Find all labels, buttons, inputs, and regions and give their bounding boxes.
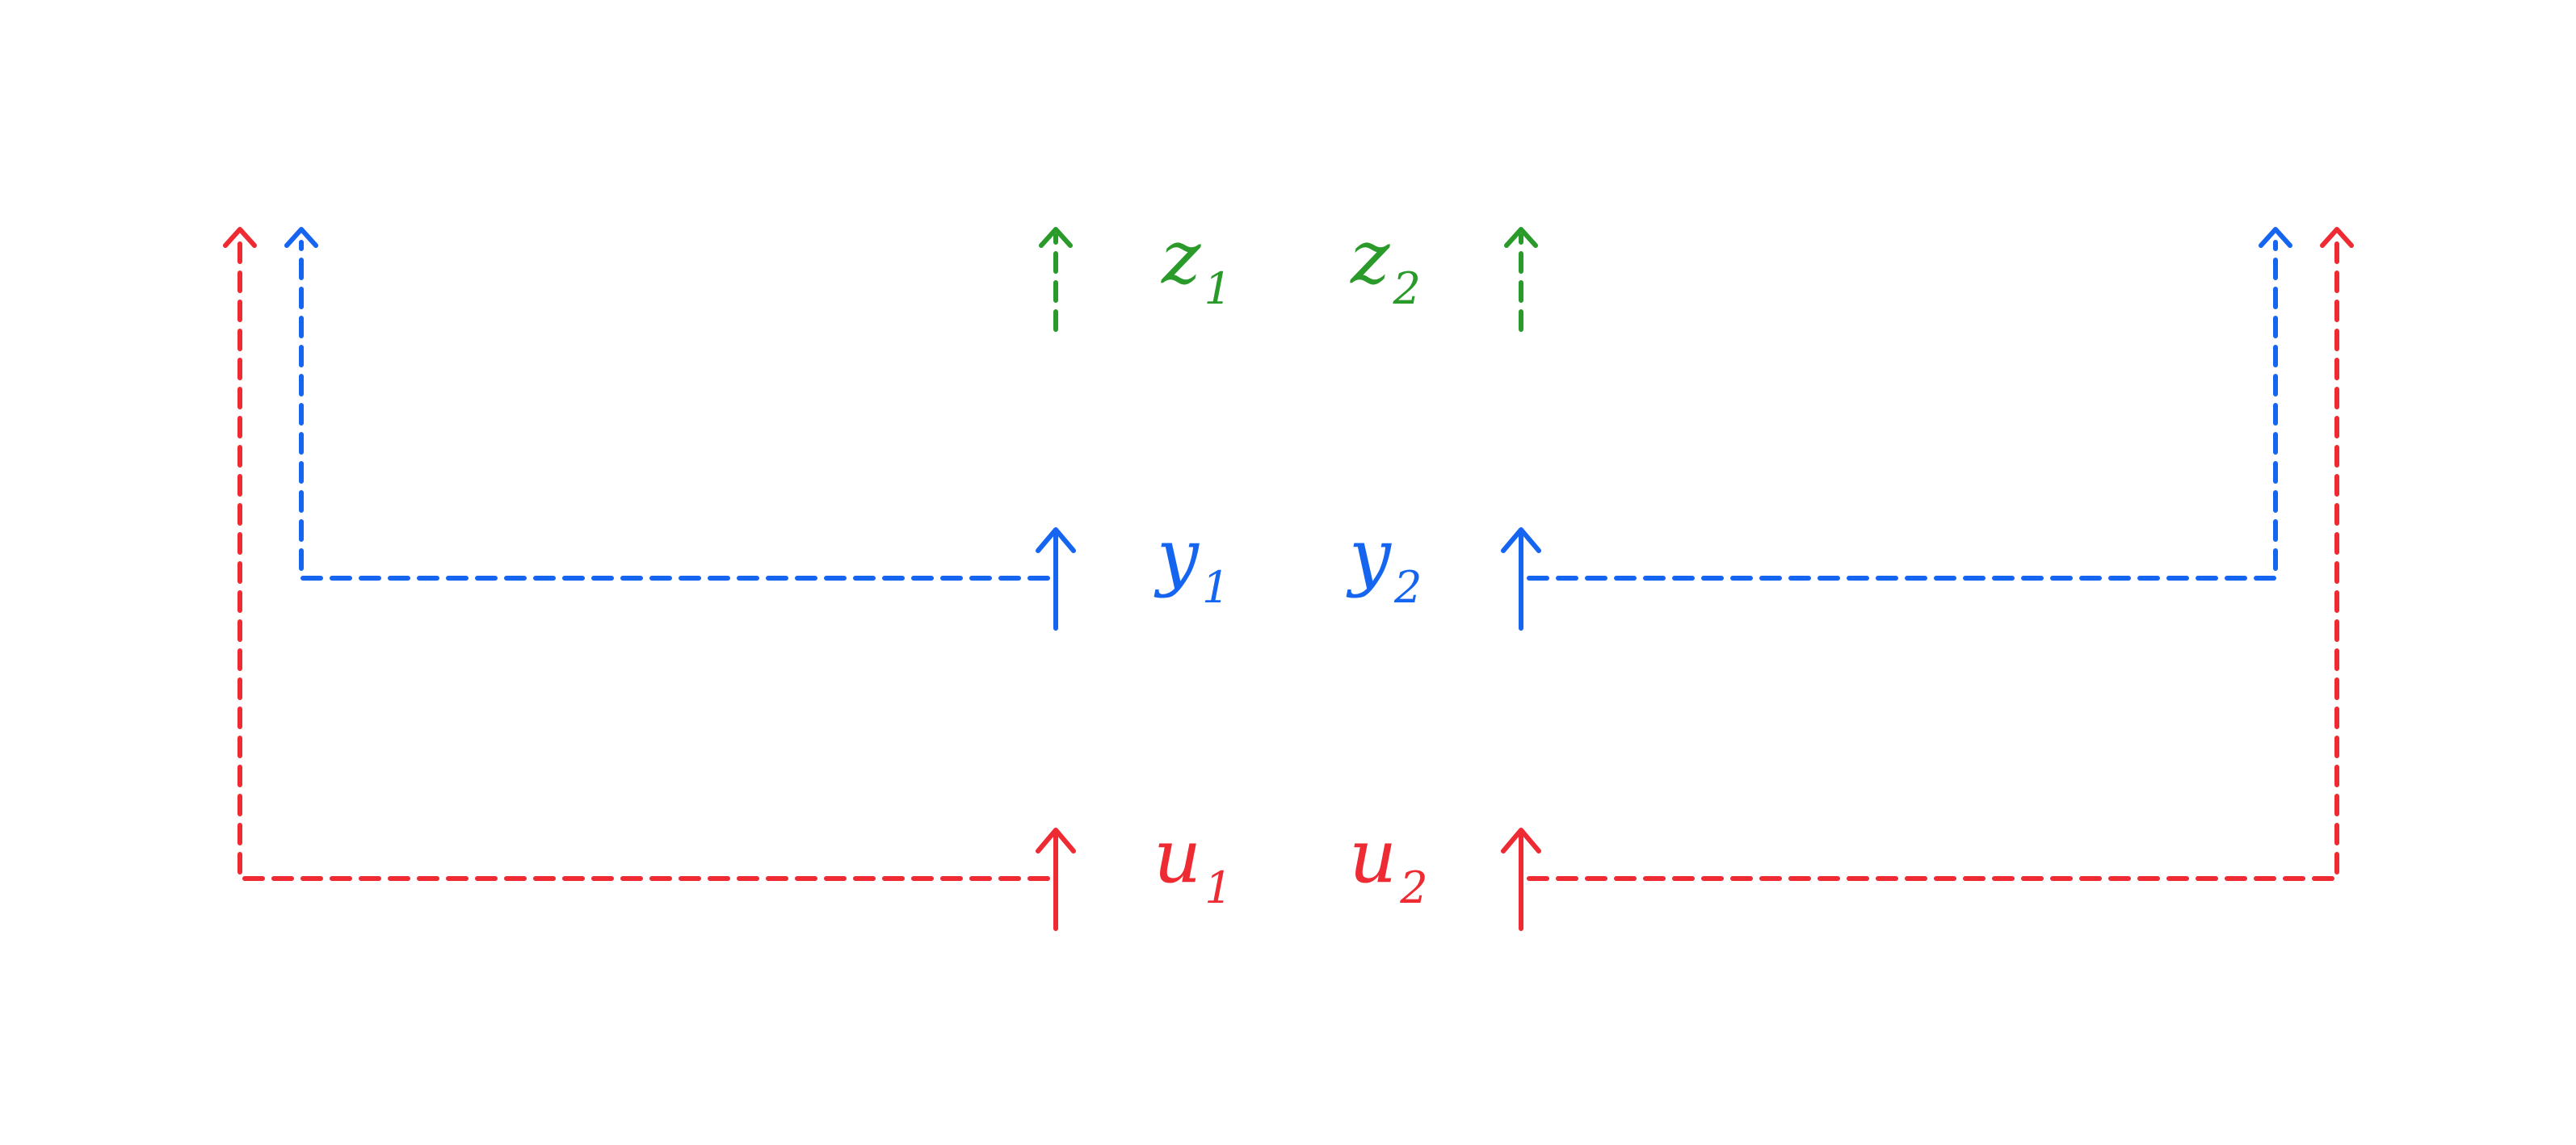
y2-input-arrow-head (1501, 527, 1541, 553)
u1-feedback-arrow-head (223, 227, 257, 248)
u2-feedback-arrow-head (2320, 227, 2354, 248)
u-row (223, 227, 2354, 931)
u1-feedback-path (237, 240, 1050, 881)
z1-arrow-head (1039, 227, 1073, 248)
y1-input-arrow-head (1036, 527, 1076, 553)
labels: z1 z2 y1 y2 u1 u2 (1154, 214, 1428, 913)
u1-input-arrow-head (1036, 828, 1076, 854)
label-z1: z1 (1161, 214, 1232, 314)
y1-feedback-path (299, 240, 1050, 581)
label-y2: y2 (1346, 513, 1422, 613)
label-z2: z2 (1350, 214, 1421, 314)
label-u1: u1 (1154, 813, 1233, 913)
u2-input-arrow-head (1501, 828, 1541, 854)
label-u2: u2 (1349, 813, 1428, 913)
y2-feedback-path (1527, 240, 2278, 581)
z2-arrow-head (1504, 227, 1538, 248)
label-y1: y1 (1154, 513, 1229, 613)
y2-feedback-arrow-head (2259, 227, 2292, 248)
y1-feedback-arrow-head (284, 227, 318, 248)
z-row (1039, 227, 1538, 332)
u2-feedback-path (1527, 240, 2339, 881)
y-row (284, 227, 2292, 631)
